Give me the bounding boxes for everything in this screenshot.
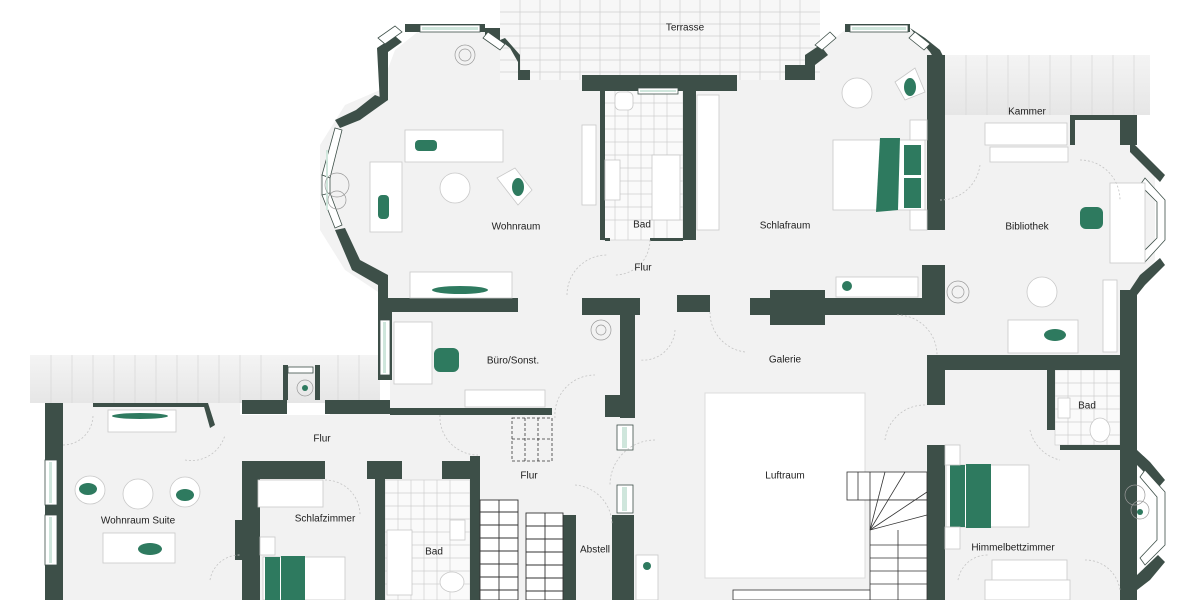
room-label-buero: Büro/Sonst. bbox=[486, 355, 540, 367]
room-label-luftraum: Luftraum bbox=[765, 470, 805, 482]
room-label-bibliothek: Bibliothek bbox=[1005, 221, 1049, 233]
walls bbox=[45, 24, 1165, 600]
furniture bbox=[74, 67, 1146, 600]
room-label-flur: Flur bbox=[520, 470, 538, 482]
room-label-wohnraum: Wohnraum bbox=[491, 221, 541, 233]
windows bbox=[44, 24, 1166, 566]
room-label-galerie: Galerie bbox=[768, 354, 802, 366]
room-label-bad: Bad bbox=[1078, 400, 1096, 412]
room-label-kammer: Kammer bbox=[1008, 106, 1046, 118]
room-label-schlafraum: Schlafraum bbox=[759, 220, 811, 232]
room-label-himmelbettzimmer: Himmelbettzimmer bbox=[971, 542, 1055, 554]
room-label-flur: Flur bbox=[313, 433, 331, 445]
room-label-schlafzimmer: Schlafzimmer bbox=[294, 513, 356, 525]
room-label-bad: Bad bbox=[425, 546, 443, 558]
roof-lower-left bbox=[30, 355, 380, 403]
room-label-bad: Bad bbox=[633, 219, 651, 231]
room-label-wohnraum-suite: Wohnraum Suite bbox=[100, 515, 176, 527]
plants bbox=[296, 44, 1150, 520]
room-label-flur: Flur bbox=[634, 262, 652, 274]
luftraum-void bbox=[704, 392, 866, 579]
room-label-abstell: Abstell bbox=[579, 544, 611, 556]
terrace-tiles bbox=[500, 0, 820, 80]
staircase-main bbox=[479, 499, 564, 600]
staircase-folding bbox=[511, 417, 553, 462]
staircase-winding bbox=[732, 471, 928, 600]
room-label-terrasse: Terrasse bbox=[665, 22, 705, 34]
door-swings bbox=[62, 159, 1121, 591]
roof-upper-right bbox=[945, 55, 1150, 115]
